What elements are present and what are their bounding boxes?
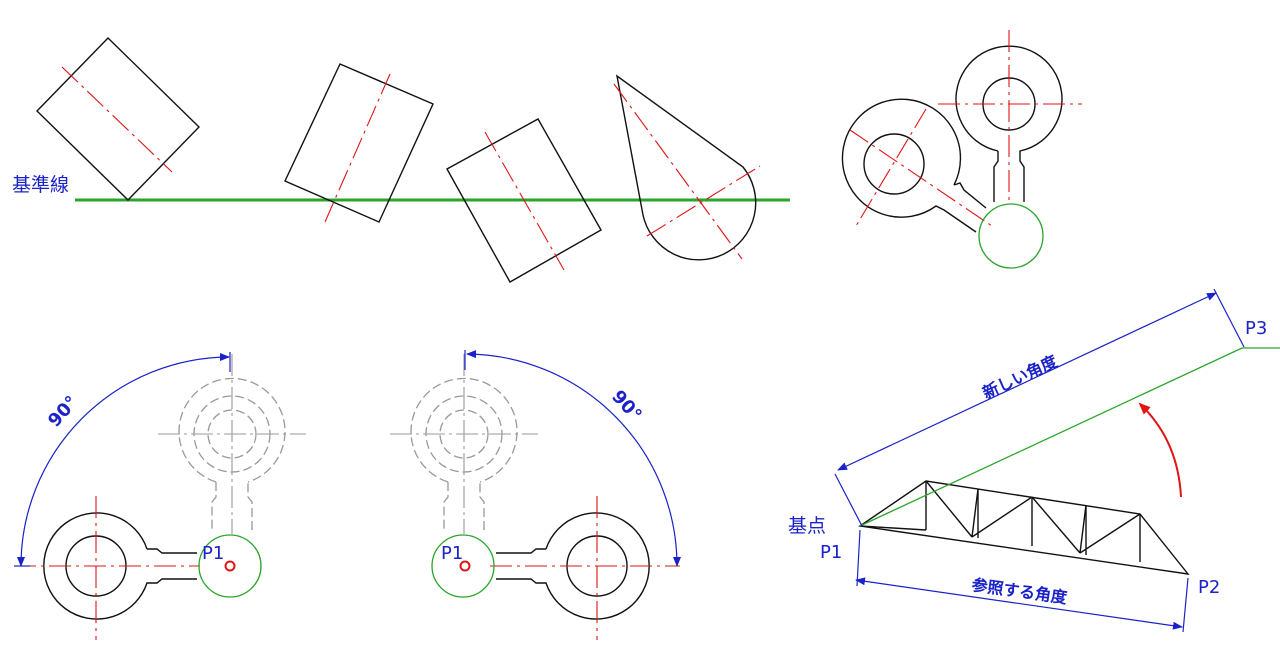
baseline-label: 基準線 [12, 174, 69, 196]
angle-arc-left [17, 353, 230, 567]
ghost-wrench-middle [390, 354, 538, 534]
angle-label-middle: 90° [607, 386, 645, 425]
base-point-p1-label: P1 [820, 542, 842, 563]
new-angle-line [859, 347, 1280, 527]
new-angle-dimension [837, 292, 1217, 471]
truss [858, 480, 1190, 575]
rotated-rectangle-1 [36, 37, 200, 201]
reference-angle-label: 参照する角度 [970, 575, 1069, 607]
rotated-wrench-middle [490, 496, 680, 640]
angle-label-left: 90° [44, 392, 82, 431]
ghost-wrench-left [158, 354, 306, 534]
rotate-90-left-example: P1 90° [14, 352, 306, 640]
pivot-circle [978, 203, 1044, 269]
base-point-label: 基点 [788, 515, 826, 537]
rotated-rectangle-2 [284, 63, 434, 223]
rotated-rectangle-3 [446, 118, 602, 283]
p1-label-middle: P1 [441, 543, 463, 564]
reference-angle-dimension [855, 577, 1183, 630]
wrench-pair-top-right [841, 30, 1082, 269]
rotated-wrench-left [14, 496, 200, 640]
new-angle-label: 新しい角度 [980, 351, 1061, 402]
reference-angle-example: 新しい角度 参照する角度 基点 P1 P2 P3 [788, 288, 1280, 633]
rotate-90-right-example: P1 90° [390, 350, 681, 640]
pivot-point-left [224, 560, 236, 572]
rotation-arrow [1138, 402, 1182, 498]
rotated-wrench [841, 98, 993, 233]
p2-label: P2 [1198, 577, 1220, 598]
upright-wrench [938, 30, 1082, 205]
p3-label: P3 [1245, 318, 1267, 339]
baseline-example: 基準線 [12, 37, 790, 283]
teardrop-shape [613, 74, 761, 261]
p1-label-left: P1 [202, 543, 224, 564]
angle-arc-middle [466, 350, 681, 567]
